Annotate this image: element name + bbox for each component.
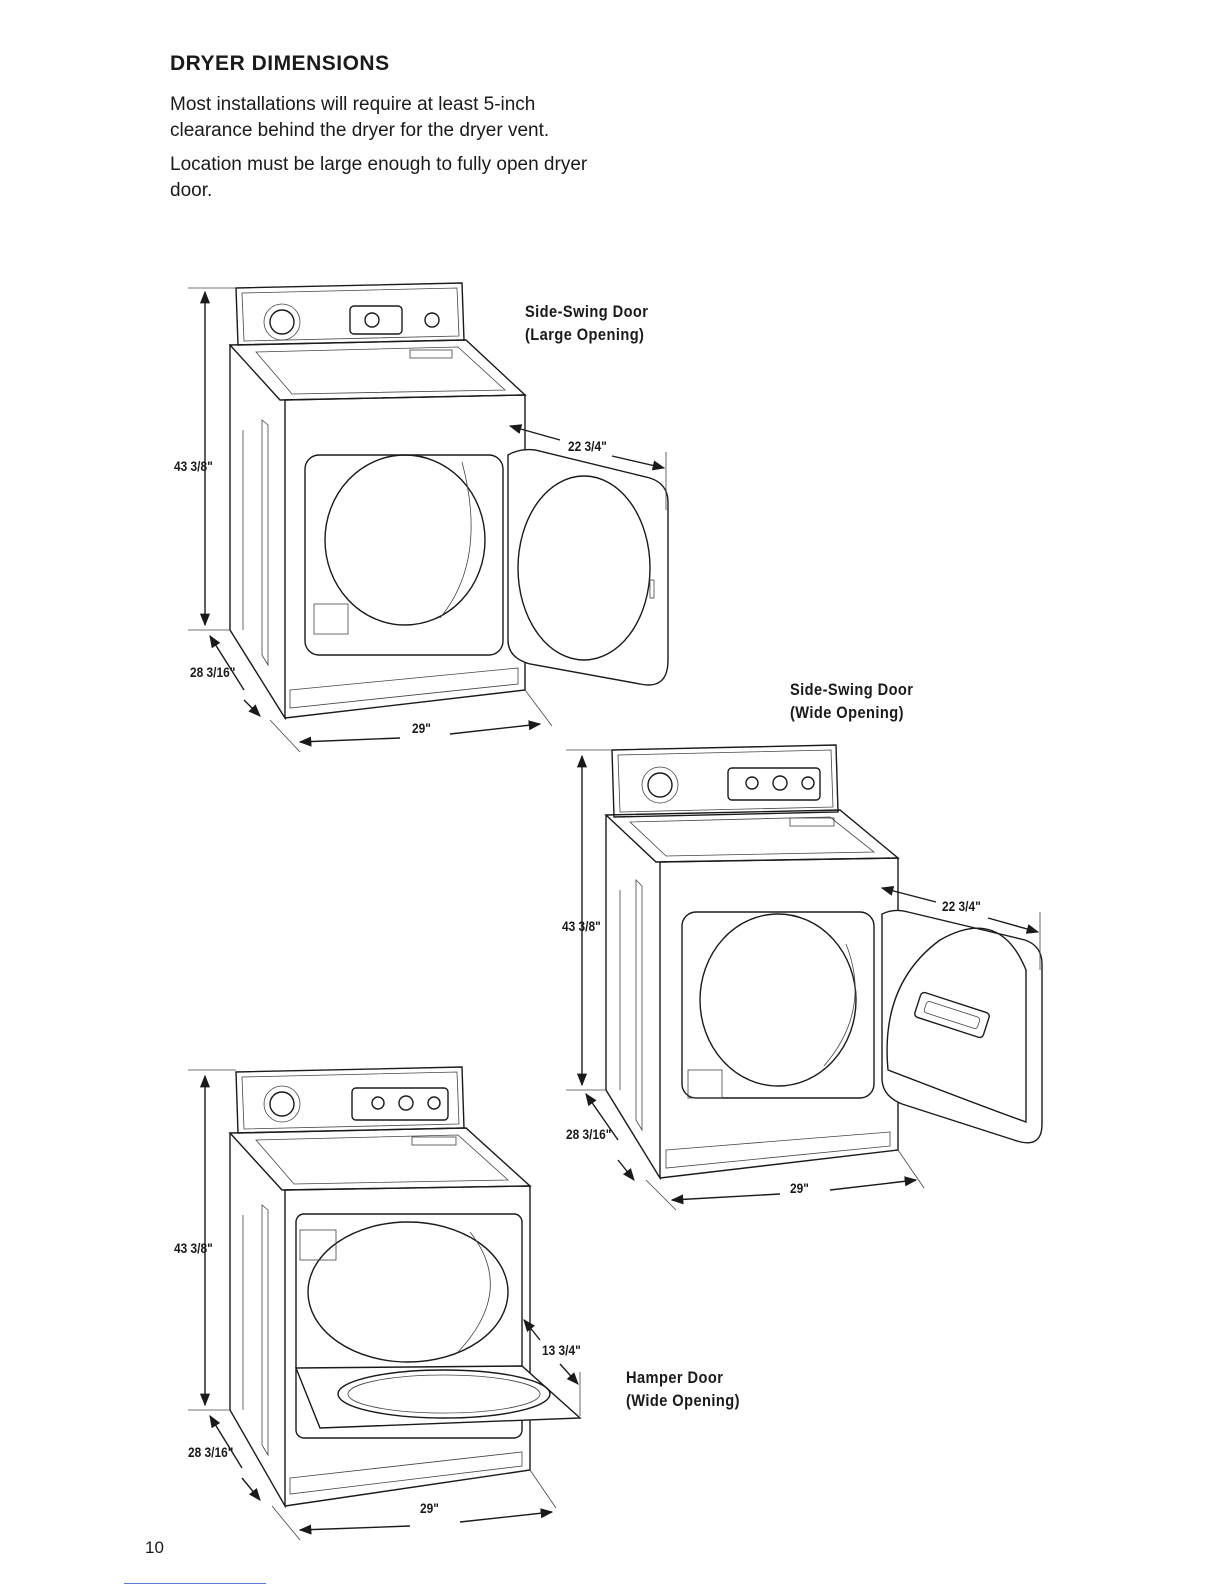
dryer-hamper-door-drawing [188, 1066, 582, 1541]
dim-width-large: 29" [412, 720, 431, 736]
dim-width-hamper: 29" [420, 1500, 439, 1516]
dryer-wide-opening-drawing [566, 744, 1043, 1211]
dim-depth-large: 28 3/16" [190, 664, 236, 680]
dim-depth-hamper: 28 3/16" [188, 1444, 234, 1460]
dim-door-drop-hamper: 13 3/4" [542, 1342, 581, 1358]
caption-large-opening: Side-Swing Door (Large Opening) [525, 302, 649, 344]
caption-wide-opening: Side-Swing Door (Wide Opening) [790, 680, 914, 722]
page-title: DRYER DIMENSIONS [170, 52, 390, 75]
caption-hamper-door: Hamper Door (Wide Opening) [626, 1368, 740, 1410]
intro-paragraph-vent: Most installations will require at least… [170, 94, 550, 141]
page-number: 10 [145, 1538, 164, 1557]
dim-depth-wide: 28 3/16" [566, 1126, 612, 1142]
intro-paragraph-door: Location must be large enough to fully o… [170, 154, 588, 201]
dim-door-swing-large: 22 3/4" [568, 438, 607, 454]
dim-height-large: 43 3/8" [174, 458, 213, 474]
dim-height-wide: 43 3/8" [562, 918, 601, 934]
dryer-large-opening-drawing [188, 282, 669, 753]
intro-text: Most installations will require at least… [170, 92, 590, 212]
dim-door-swing-wide: 22 3/4" [942, 898, 981, 914]
dim-width-wide: 29" [790, 1180, 809, 1196]
dim-height-hamper: 43 3/8" [174, 1240, 213, 1256]
